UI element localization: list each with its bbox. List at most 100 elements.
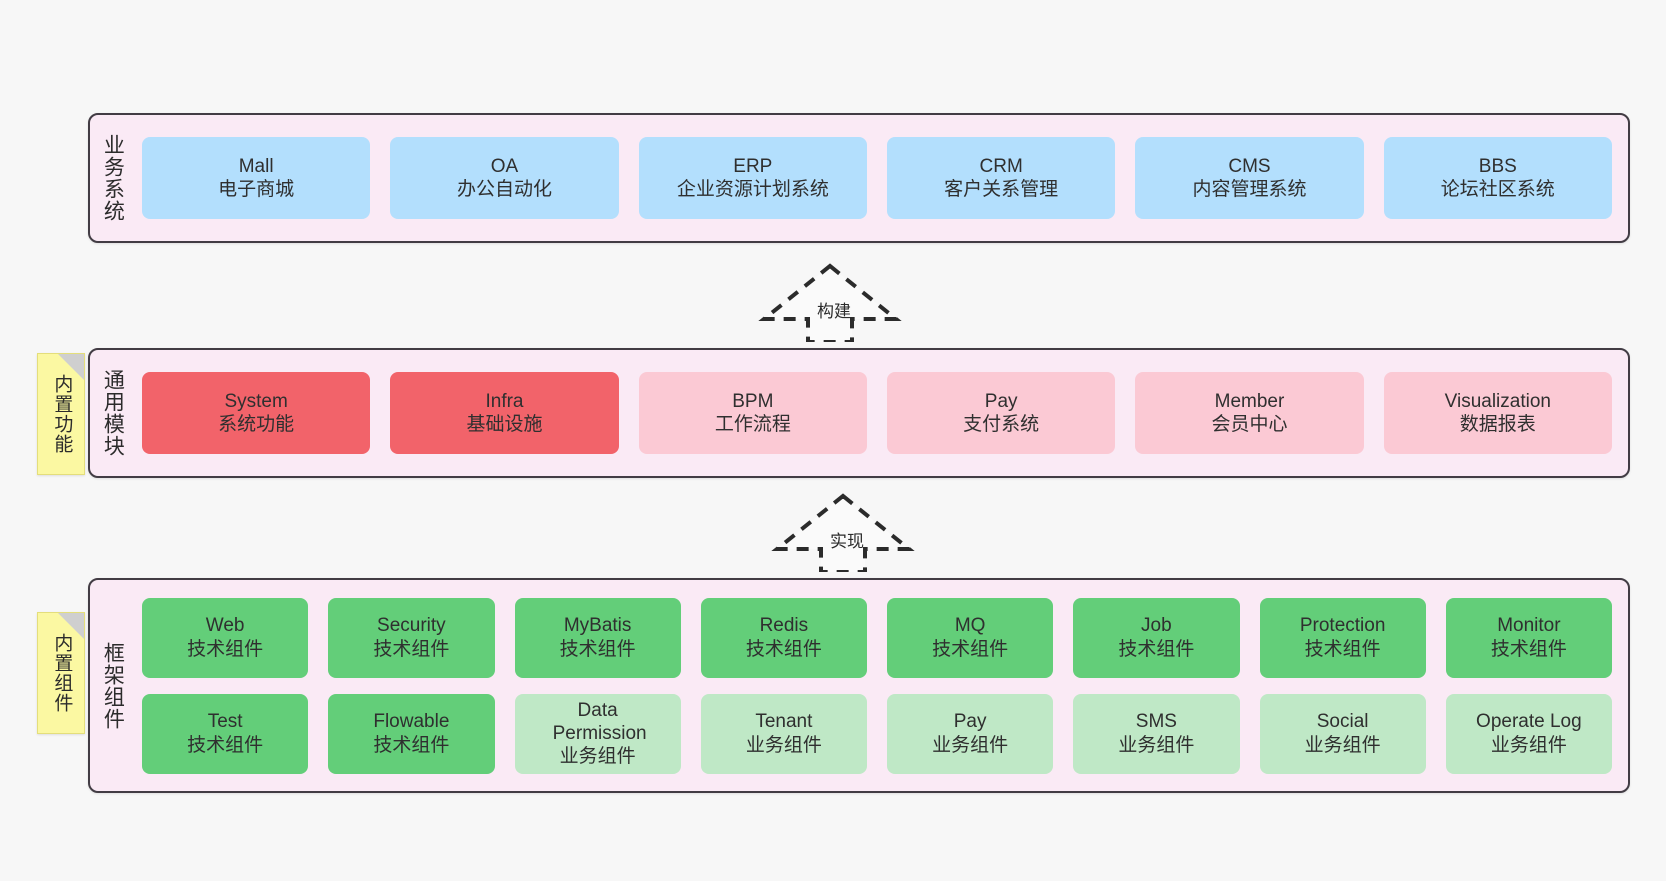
note-builtin-features: 内置功能 (37, 353, 85, 475)
node-crm-subtitle: 客户关系管理 (944, 179, 1059, 200)
node-pay-module-title: Pay (984, 390, 1018, 412)
node-security[interactable]: Security 技术组件 (328, 597, 495, 678)
node-oa-subtitle: 办公自动化 (456, 179, 552, 200)
node-sms[interactable]: SMS 业务组件 (1073, 693, 1240, 774)
node-member[interactable]: Member 会员中心 (1135, 372, 1364, 454)
layer-business-systems-label: 业务系统 (101, 134, 125, 222)
layer-common-modules-label: 通用模块 (101, 369, 125, 457)
node-system[interactable]: System 系统功能 (142, 372, 371, 454)
layer-framework-row-tech: Web 技术组件 Security 技术组件 MyBatis 技术组件 Redi… (142, 597, 1612, 678)
node-redis-subtitle: 技术组件 (745, 638, 822, 660)
node-job-subtitle: 技术组件 (1118, 638, 1195, 660)
layer-business-systems: 业务系统 Mall 电子商城 OA 办公自动化 ERP 企业资源计划系统 CRM… (88, 113, 1630, 243)
node-system-title: System (224, 390, 288, 412)
node-pay-component-title: Pay (953, 711, 987, 733)
node-infra-subtitle: 基础设施 (466, 414, 543, 435)
node-pay-component[interactable]: Pay 业务组件 (887, 693, 1054, 774)
node-erp-subtitle: 企业资源计划系统 (676, 179, 829, 200)
layer-framework-row-business: Test 技术组件 Flowable 技术组件 Data Permission … (142, 693, 1612, 774)
arrow-build-label: 构建 (817, 302, 851, 321)
node-data-permission-subtitle: 业务组件 (559, 746, 636, 768)
node-mall-title: Mall (238, 155, 274, 177)
node-visualization[interactable]: Visualization 数据报表 (1383, 372, 1612, 454)
node-mall[interactable]: Mall 电子商城 (142, 137, 371, 219)
node-member-title: Member (1214, 390, 1285, 412)
node-tenant[interactable]: Tenant 业务组件 (700, 693, 867, 774)
node-mybatis-title: MyBatis (563, 615, 632, 637)
node-crm-title: CRM (979, 155, 1023, 177)
node-bbs-subtitle: 论坛社区系统 (1440, 179, 1555, 200)
node-infra[interactable]: Infra 基础设施 (390, 372, 619, 454)
node-bbs-title: BBS (1478, 155, 1517, 177)
node-operate-log-subtitle: 业务组件 (1490, 734, 1567, 756)
node-job-title: Job (1141, 615, 1172, 637)
node-protection-title: Protection (1299, 615, 1386, 637)
node-crm[interactable]: CRM 客户关系管理 (886, 137, 1116, 219)
layer-common-modules-body: System 系统功能 Infra 基础设施 BPM 工作流程 Pay 支付系统… (134, 350, 1628, 476)
node-monitor[interactable]: Monitor 技术组件 (1445, 597, 1612, 678)
note-fold-icon (58, 354, 84, 380)
node-social-title: Social (1316, 711, 1369, 733)
node-web-subtitle: 技术组件 (187, 638, 264, 660)
node-cms-title: CMS (1228, 155, 1271, 177)
node-pay-module[interactable]: Pay 支付系统 (886, 372, 1116, 454)
node-test-subtitle: 技术组件 (187, 734, 264, 756)
layer-common-modules-row: System 系统功能 Infra 基础设施 BPM 工作流程 Pay 支付系统… (142, 372, 1612, 454)
arrow-implement-icon (771, 493, 915, 572)
node-job[interactable]: Job 技术组件 (1073, 597, 1240, 678)
node-mq-title: MQ (954, 615, 986, 637)
arrow-implement-label: 实现 (830, 532, 864, 551)
node-redis-title: Redis (759, 615, 809, 637)
node-sms-title: SMS (1135, 711, 1177, 733)
node-flowable[interactable]: Flowable 技术组件 (328, 693, 495, 774)
node-protection[interactable]: Protection 技术组件 (1259, 597, 1426, 678)
layer-common-modules: 通用模块 System 系统功能 Infra 基础设施 BPM 工作流程 Pay… (88, 348, 1630, 478)
node-test-title: Test (207, 711, 243, 733)
node-protection-subtitle: 技术组件 (1304, 638, 1381, 660)
note-builtin-features-text: 内置功能 (51, 374, 73, 454)
node-tenant-title: Tenant (755, 711, 813, 733)
node-erp[interactable]: ERP 企业资源计划系统 (638, 137, 867, 219)
node-oa-title: OA (490, 155, 519, 177)
node-system-subtitle: 系统功能 (218, 414, 295, 435)
node-social-subtitle: 业务组件 (1304, 734, 1381, 756)
node-pay-component-subtitle: 业务组件 (932, 734, 1009, 756)
node-security-subtitle: 技术组件 (373, 638, 450, 660)
node-web-title: Web (205, 615, 245, 637)
note-builtin-components-text: 内置组件 (51, 633, 73, 713)
node-flowable-subtitle: 技术组件 (373, 734, 450, 756)
node-oa[interactable]: OA 办公自动化 (390, 137, 619, 219)
node-infra-title: Infra (485, 390, 524, 412)
node-security-title: Security (377, 615, 446, 637)
node-redis[interactable]: Redis 技术组件 (700, 597, 867, 678)
layer-framework-components-label: 框架组件 (101, 641, 125, 730)
node-sms-subtitle: 业务组件 (1118, 734, 1195, 756)
node-cms[interactable]: CMS 内容管理系统 (1135, 137, 1364, 219)
note-builtin-components: 内置组件 (37, 612, 85, 734)
node-tenant-subtitle: 业务组件 (745, 734, 822, 756)
node-operate-log[interactable]: Operate Log 业务组件 (1445, 693, 1612, 774)
layer-business-systems-body: Mall 电子商城 OA 办公自动化 ERP 企业资源计划系统 CRM 客户关系… (134, 115, 1628, 241)
node-test[interactable]: Test 技术组件 (142, 693, 309, 774)
node-bbs[interactable]: BBS 论坛社区系统 (1383, 137, 1612, 219)
node-monitor-title: Monitor (1497, 615, 1561, 637)
node-visualization-title: Visualization (1444, 390, 1551, 412)
arrow-implement: 实现 (770, 492, 916, 572)
node-bpm-title: BPM (732, 390, 774, 412)
node-member-subtitle: 会员中心 (1211, 414, 1288, 435)
node-mq[interactable]: MQ 技术组件 (887, 597, 1054, 678)
note-fold-icon (58, 613, 84, 639)
arrow-build: 构建 (757, 262, 903, 342)
node-flowable-title: Flowable (373, 711, 450, 733)
node-mall-subtitle: 电子商城 (218, 179, 295, 200)
node-mybatis[interactable]: MyBatis 技术组件 (514, 597, 681, 678)
node-pay-module-subtitle: 支付系统 (963, 414, 1040, 435)
node-mybatis-subtitle: 技术组件 (559, 638, 636, 660)
node-data-permission[interactable]: Data Permission 业务组件 (514, 693, 681, 774)
layer-framework-components-body: Web 技术组件 Security 技术组件 MyBatis 技术组件 Redi… (134, 580, 1628, 791)
node-bpm[interactable]: BPM 工作流程 (638, 372, 867, 454)
node-social[interactable]: Social 业务组件 (1259, 693, 1426, 774)
node-web[interactable]: Web 技术组件 (142, 597, 309, 678)
node-data-permission-title: Data Permission (552, 699, 647, 744)
